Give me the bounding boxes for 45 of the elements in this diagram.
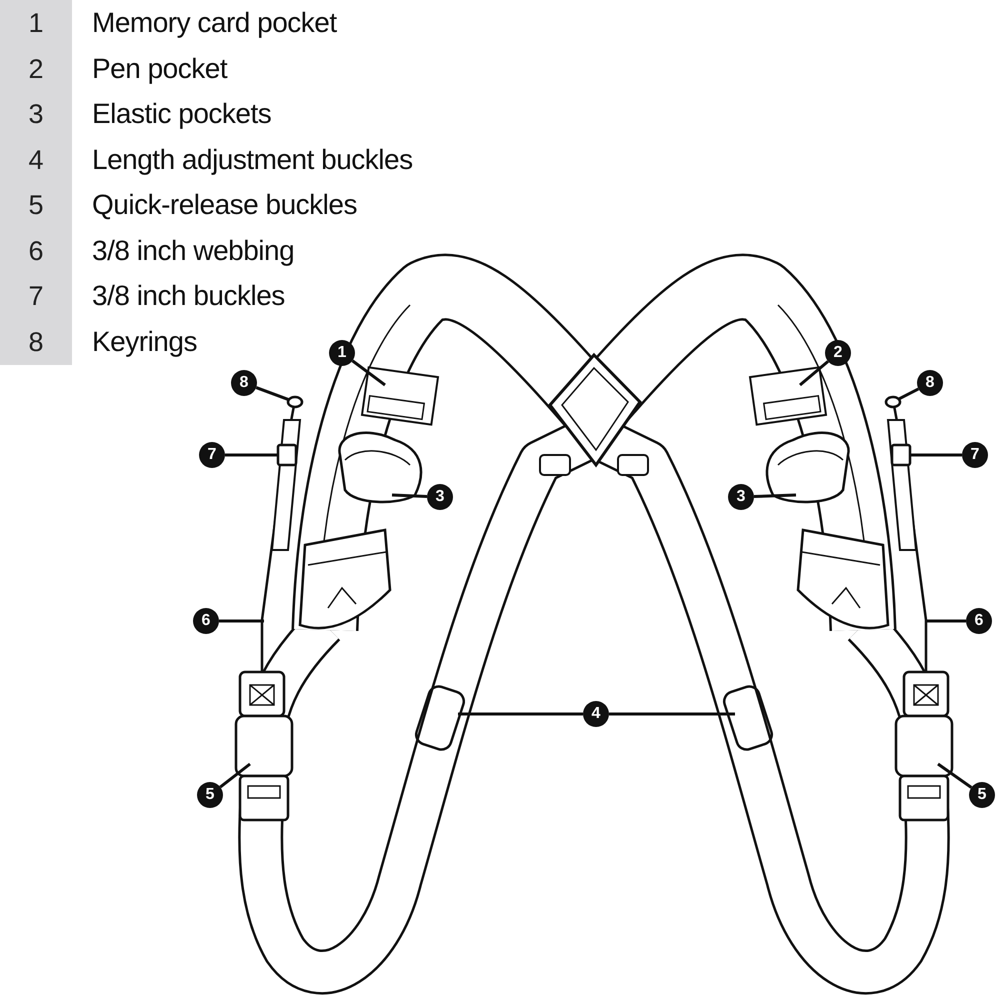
table-number: 3 (0, 91, 72, 137)
strap-buckle (276, 444, 298, 466)
callout-number: 3 (728, 484, 754, 510)
part-description: Memory card pocket (92, 6, 337, 40)
part-description: Keyrings (92, 324, 197, 359)
part-description: Quick-release buckles (92, 188, 357, 222)
part-description: 3/8 inch buckles (92, 279, 285, 313)
leader-line (910, 454, 962, 456)
keyring (884, 396, 902, 408)
table-number: 1 (0, 0, 72, 46)
callout-number: 5 (197, 782, 223, 808)
table-number: 6 (0, 228, 72, 274)
table-number: 2 (0, 46, 72, 92)
part-description: Length adjustment buckles (92, 142, 413, 177)
leader-line (925, 620, 966, 622)
leader-line (219, 620, 264, 622)
callout-number: 1 (329, 340, 355, 366)
callout-number: 5 (969, 782, 995, 808)
leader-line (937, 762, 972, 789)
callout-number: 3 (427, 484, 453, 510)
callout-number: 7 (962, 442, 988, 468)
part-description: 3/8 inch webbing (92, 234, 294, 268)
leader-line (754, 494, 796, 498)
part-description: Pen pocket (92, 52, 228, 86)
leader-line (458, 712, 583, 716)
table-number: 4 (0, 136, 72, 182)
leader-line (799, 360, 830, 386)
leader-line (256, 386, 290, 402)
callout-number: 6 (966, 608, 992, 634)
callout-number: 6 (193, 608, 219, 634)
leader-line (225, 454, 278, 456)
leader-line (392, 494, 428, 498)
callout-number: 7 (199, 442, 225, 468)
callout-number: 8 (231, 370, 257, 396)
keyring (286, 396, 304, 408)
leader-line (898, 388, 920, 400)
part-description: Elastic pockets (92, 97, 272, 131)
callout-number: 8 (917, 370, 943, 396)
leader-line (609, 712, 735, 716)
strap-buckle (890, 444, 912, 466)
table-number: 7 (0, 273, 72, 319)
table-number: 5 (0, 182, 72, 228)
leader-line (352, 360, 386, 386)
table-number: 8 (0, 318, 72, 364)
callout-number: 4 (583, 701, 609, 727)
